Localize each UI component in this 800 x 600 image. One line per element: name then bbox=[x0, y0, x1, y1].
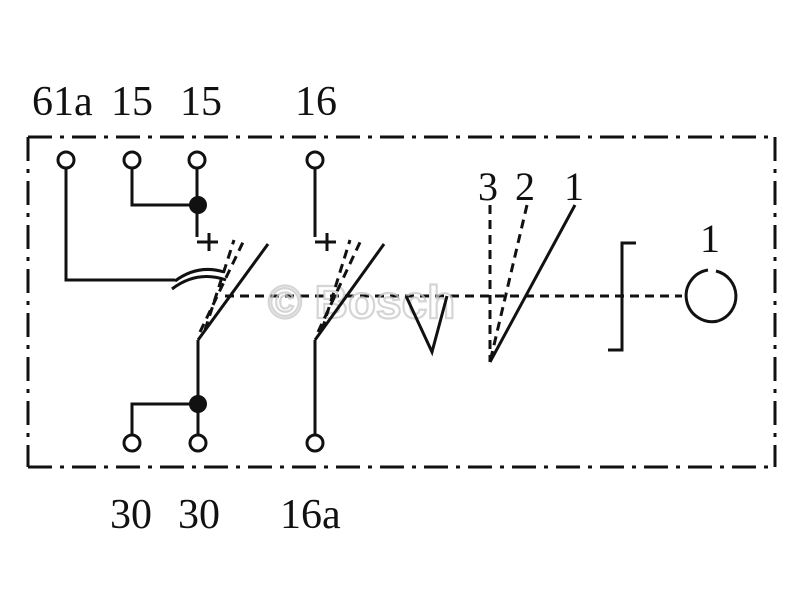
switch-blade-2 bbox=[313, 243, 386, 341]
terminal-label-15a: 15 bbox=[111, 79, 153, 125]
terminal-15b bbox=[187, 150, 207, 170]
terminal-16a bbox=[305, 433, 325, 453]
wire-15a bbox=[130, 168, 197, 207]
lamp-label: 1 bbox=[700, 216, 720, 261]
lamp-symbol bbox=[684, 268, 719, 324]
terminal-label-30a: 30 bbox=[110, 492, 152, 538]
wire-61a bbox=[64, 168, 175, 282]
watermark: © Bosch bbox=[268, 276, 455, 328]
terminal-16 bbox=[305, 150, 325, 170]
terminal-61a bbox=[56, 150, 76, 170]
switch-blade-1-dash-a bbox=[198, 237, 247, 333]
wire-30a bbox=[130, 402, 198, 438]
terminal-label-61a: 61a bbox=[32, 79, 93, 125]
switch-blade-2-dash-a bbox=[316, 237, 364, 333]
terminal-label-15b: 15 bbox=[180, 79, 222, 125]
terminal-30b bbox=[188, 433, 208, 453]
terminal-15a bbox=[122, 150, 142, 170]
contact-mark-15 bbox=[197, 233, 218, 251]
terminal-30a bbox=[122, 433, 142, 453]
position-label-2: 2 bbox=[515, 164, 535, 209]
junction-dot-top bbox=[189, 196, 207, 214]
switch-blade-1-dash-b bbox=[203, 239, 236, 331]
position-label-3: 3 bbox=[478, 164, 498, 209]
terminal-label-16: 16 bbox=[295, 79, 337, 125]
switch-blade-1 bbox=[196, 243, 270, 341]
terminal-label-16a: 16a bbox=[280, 492, 341, 538]
indicator-arc-inner bbox=[174, 268, 225, 283]
position-line-2 bbox=[488, 204, 529, 363]
junction-dot-bottom bbox=[189, 395, 207, 413]
switch-blade-2-dash-b bbox=[320, 239, 352, 331]
terminal-label-30b: 30 bbox=[178, 492, 220, 538]
housing-outline bbox=[26, 135, 777, 469]
position-label-1: 1 bbox=[564, 164, 584, 209]
contact-mark-16 bbox=[315, 233, 336, 251]
position-line-1 bbox=[488, 204, 577, 363]
detent-v bbox=[404, 295, 449, 357]
actuator-bracket bbox=[608, 241, 636, 352]
lamp-symbol-right bbox=[715, 269, 738, 323]
